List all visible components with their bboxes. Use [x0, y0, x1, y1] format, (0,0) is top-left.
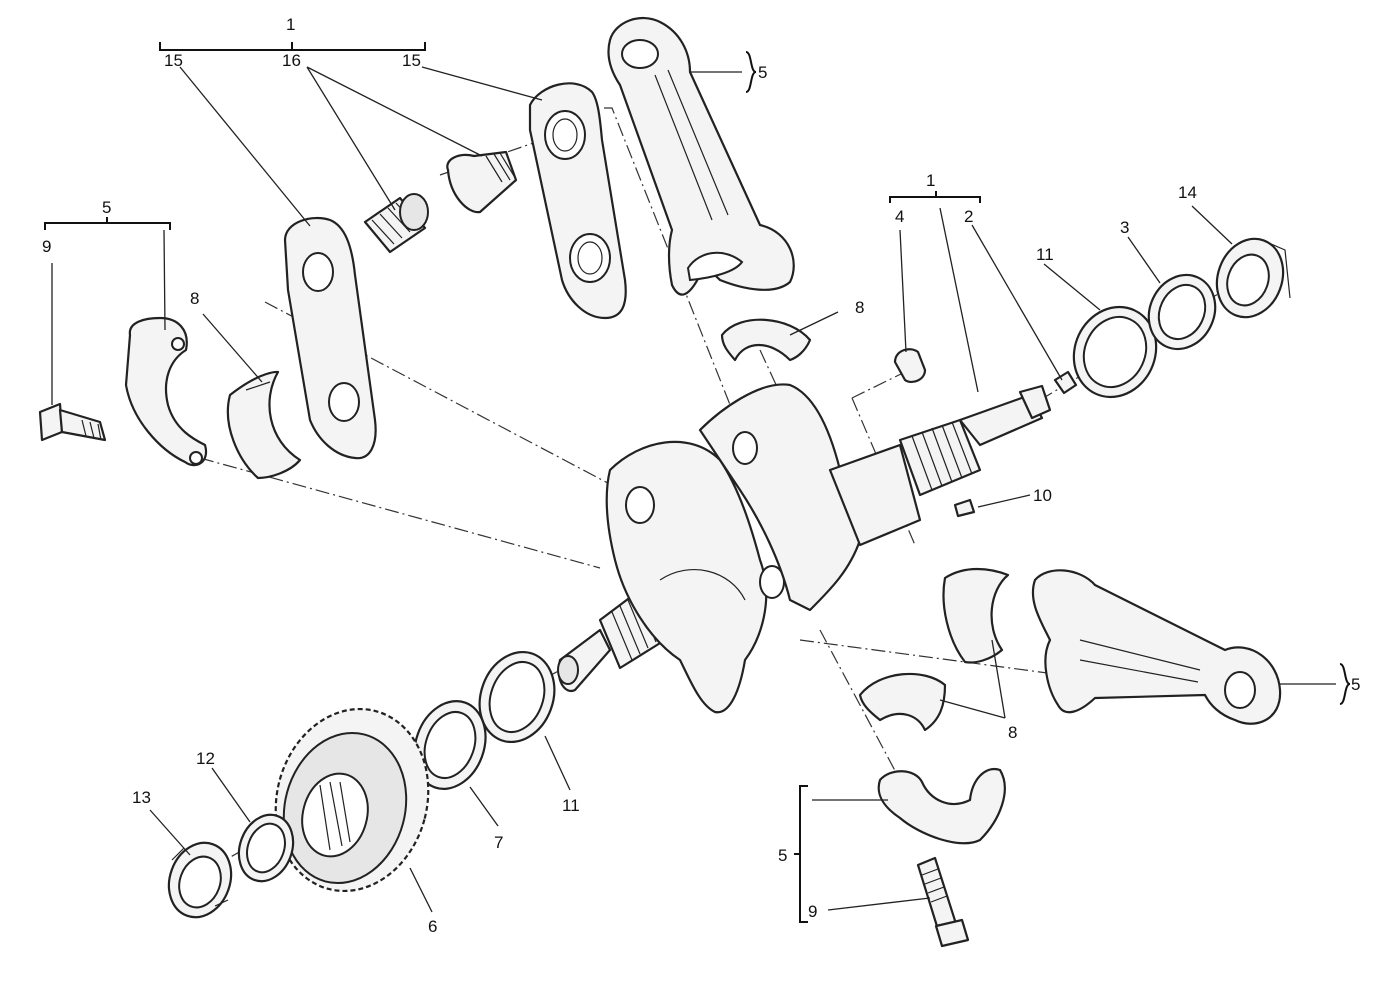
callout-13: 13	[132, 788, 151, 807]
callout-1-right: 1	[926, 171, 935, 190]
callout-5-left: 5	[102, 198, 111, 217]
connecting-rod-right	[1031, 569, 1282, 725]
nut-14	[1215, 237, 1291, 319]
shim-11-lower	[478, 650, 556, 744]
callout-9-bottom: 9	[808, 902, 817, 921]
callout-labels: 1 15 16 15 5 5 9 8 8 1 4 2 11 3 14 10 5 …	[42, 15, 1360, 936]
callout-11-lower: 11	[562, 796, 580, 815]
callout-16: 16	[282, 51, 301, 70]
plug-16-left	[363, 193, 429, 254]
callout-11-right: 11	[1036, 245, 1054, 264]
washer-12	[237, 813, 295, 883]
grub-screw-2	[1053, 370, 1078, 395]
crankshaft	[557, 383, 1052, 714]
callout-8-lower: 8	[1008, 723, 1017, 742]
callout-6: 6	[428, 917, 437, 936]
bearing-shell-right-upper	[942, 567, 1010, 664]
callout-4: 4	[895, 207, 904, 226]
main-bearing-cap-left	[124, 316, 208, 467]
oil-plug-4	[893, 348, 927, 384]
callout-3: 3	[1120, 218, 1129, 237]
callout-5-cap-bottom: 5	[778, 846, 787, 865]
callout-14: 14	[1178, 183, 1197, 202]
plug-16-right	[446, 150, 518, 214]
callout-7: 7	[494, 833, 503, 852]
callout-5-rod-top: 5	[758, 63, 767, 82]
callout-8-top: 8	[855, 298, 864, 317]
callout-9-left: 9	[42, 237, 51, 256]
washer-3	[1147, 273, 1217, 351]
cap-bolt-left	[38, 402, 107, 442]
cap-bolt-bottom	[916, 856, 970, 948]
cheek-plate-left	[283, 216, 377, 460]
bearing-shell-right-lower	[858, 672, 947, 732]
main-bearing-cap-bottom	[877, 767, 1006, 845]
callout-12: 12	[196, 749, 215, 768]
bearing-shell-top	[720, 318, 812, 362]
leader-lines	[44, 42, 1351, 923]
key-10	[953, 498, 976, 518]
callout-1-top: 1	[286, 15, 295, 34]
connecting-rod-top	[607, 17, 795, 296]
gear-6	[274, 707, 430, 893]
washer-7	[413, 700, 487, 790]
nut-13	[167, 841, 233, 919]
shim-11-right	[1072, 305, 1158, 399]
callout-8-left: 8	[190, 289, 199, 308]
bearing-shell-left	[226, 370, 302, 480]
callout-5-rod-right: 5	[1351, 675, 1360, 694]
cheek-plate-right	[528, 82, 627, 320]
callout-15-left: 15	[164, 51, 183, 70]
callout-15-right: 15	[402, 51, 421, 70]
callout-2: 2	[964, 207, 973, 226]
callout-10: 10	[1033, 486, 1052, 505]
